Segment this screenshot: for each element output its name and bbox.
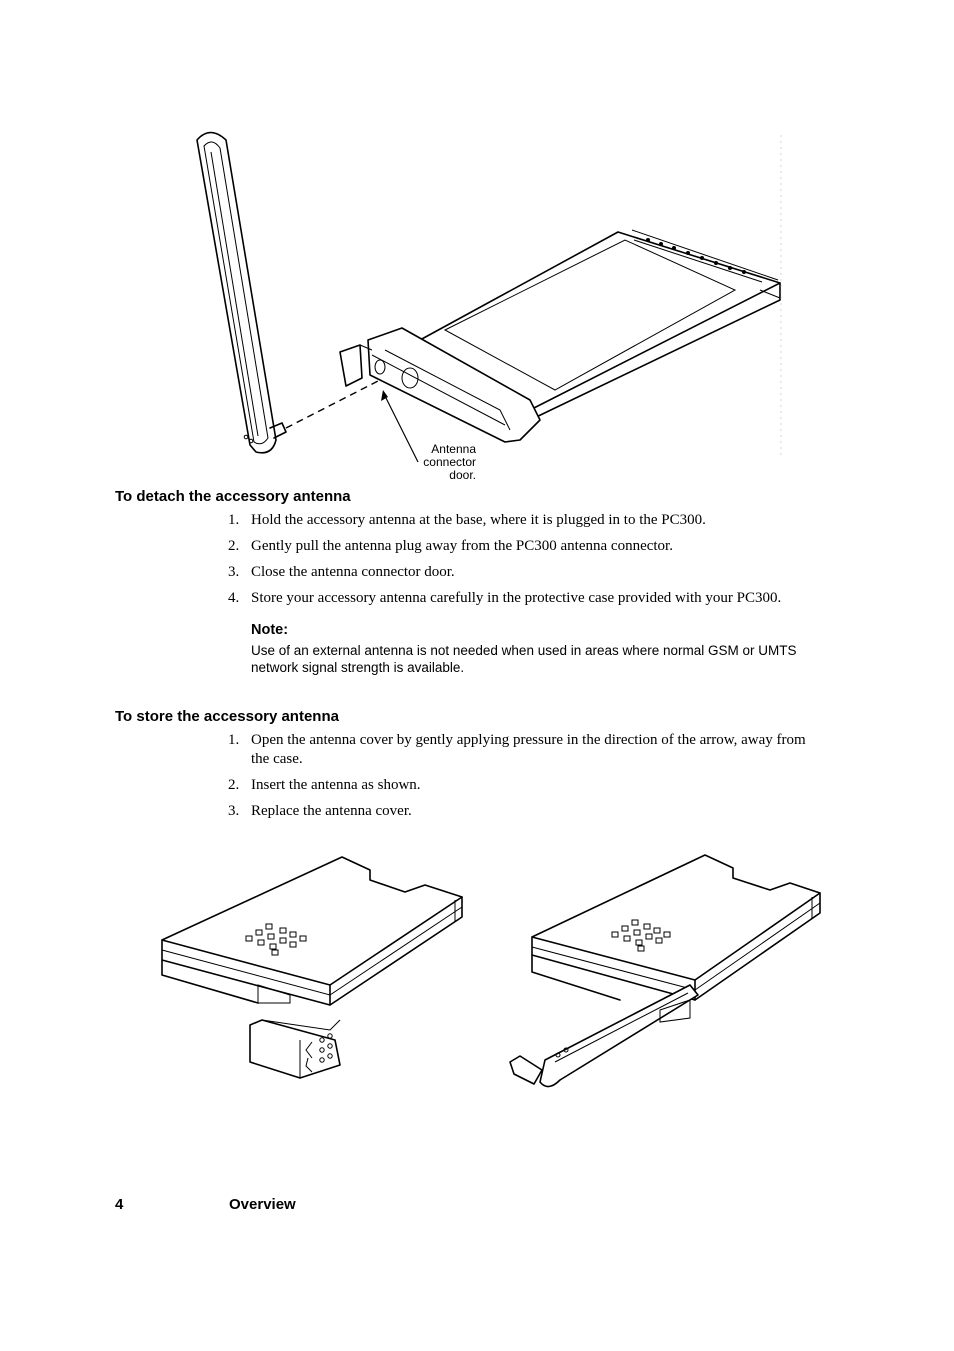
step-text: Close the antenna connector door. xyxy=(251,564,455,580)
step-line: Open the antenna cover by gently applyin… xyxy=(251,732,806,748)
callout-line: Antenna xyxy=(431,442,476,456)
detach-step-2: 2. Gently pull the antenna plug away fro… xyxy=(228,537,868,557)
step-line: the case. xyxy=(251,751,303,767)
callout-line: door. xyxy=(449,468,476,482)
detach-step-1: 1. Hold the accessory antenna at the bas… xyxy=(228,511,868,531)
store-step-1: 1. Open the antenna cover by gently appl… xyxy=(228,731,868,771)
note-line: Use of an external antenna is not needed… xyxy=(251,643,797,658)
step-text: Insert the antenna as shown. xyxy=(251,777,421,793)
pc-card-drawing xyxy=(196,131,782,463)
callout-line: connector xyxy=(423,455,476,469)
store-step-3: 3. Replace the antenna cover. xyxy=(228,802,868,822)
note-text: Use of an external antenna is not needed… xyxy=(251,642,861,676)
keypad-glyph xyxy=(245,923,307,956)
step-text: Store your accessory antenna carefully i… xyxy=(251,590,782,606)
step-number: 1. xyxy=(228,512,240,528)
step-number: 3. xyxy=(228,803,240,819)
detach-step-4: 4. Store your accessory antenna carefull… xyxy=(228,589,868,609)
step-number: 4. xyxy=(228,590,240,606)
store-step-2: 2. Insert the antenna as shown. xyxy=(228,776,868,796)
step-number: 2. xyxy=(228,777,240,793)
note-line: network signal strength is available. xyxy=(251,660,465,675)
note-title: Note: xyxy=(251,622,289,638)
detach-step-3: 3. Close the antenna connector door. xyxy=(228,563,868,583)
step-number: 3. xyxy=(228,564,240,580)
store-heading: To store the accessory antenna xyxy=(115,708,339,725)
page-number: 4 xyxy=(115,1196,124,1213)
detach-heading: To detach the accessory antenna xyxy=(115,488,351,505)
step-text: Open the antenna cover by gently applyin… xyxy=(251,731,806,769)
step-text: Hold the accessory antenna at the base, … xyxy=(251,512,706,528)
step-number: 2. xyxy=(228,538,240,554)
footer-section-title: Overview xyxy=(229,1196,296,1213)
keypad-glyph xyxy=(611,919,671,952)
step-text: Gently pull the antenna plug away from t… xyxy=(251,538,673,554)
step-text: Replace the antenna cover. xyxy=(251,803,412,819)
card-contacts xyxy=(646,238,746,274)
antenna-connector-callout: Antenna connector door. xyxy=(396,443,476,482)
step-number: 1. xyxy=(228,732,240,748)
